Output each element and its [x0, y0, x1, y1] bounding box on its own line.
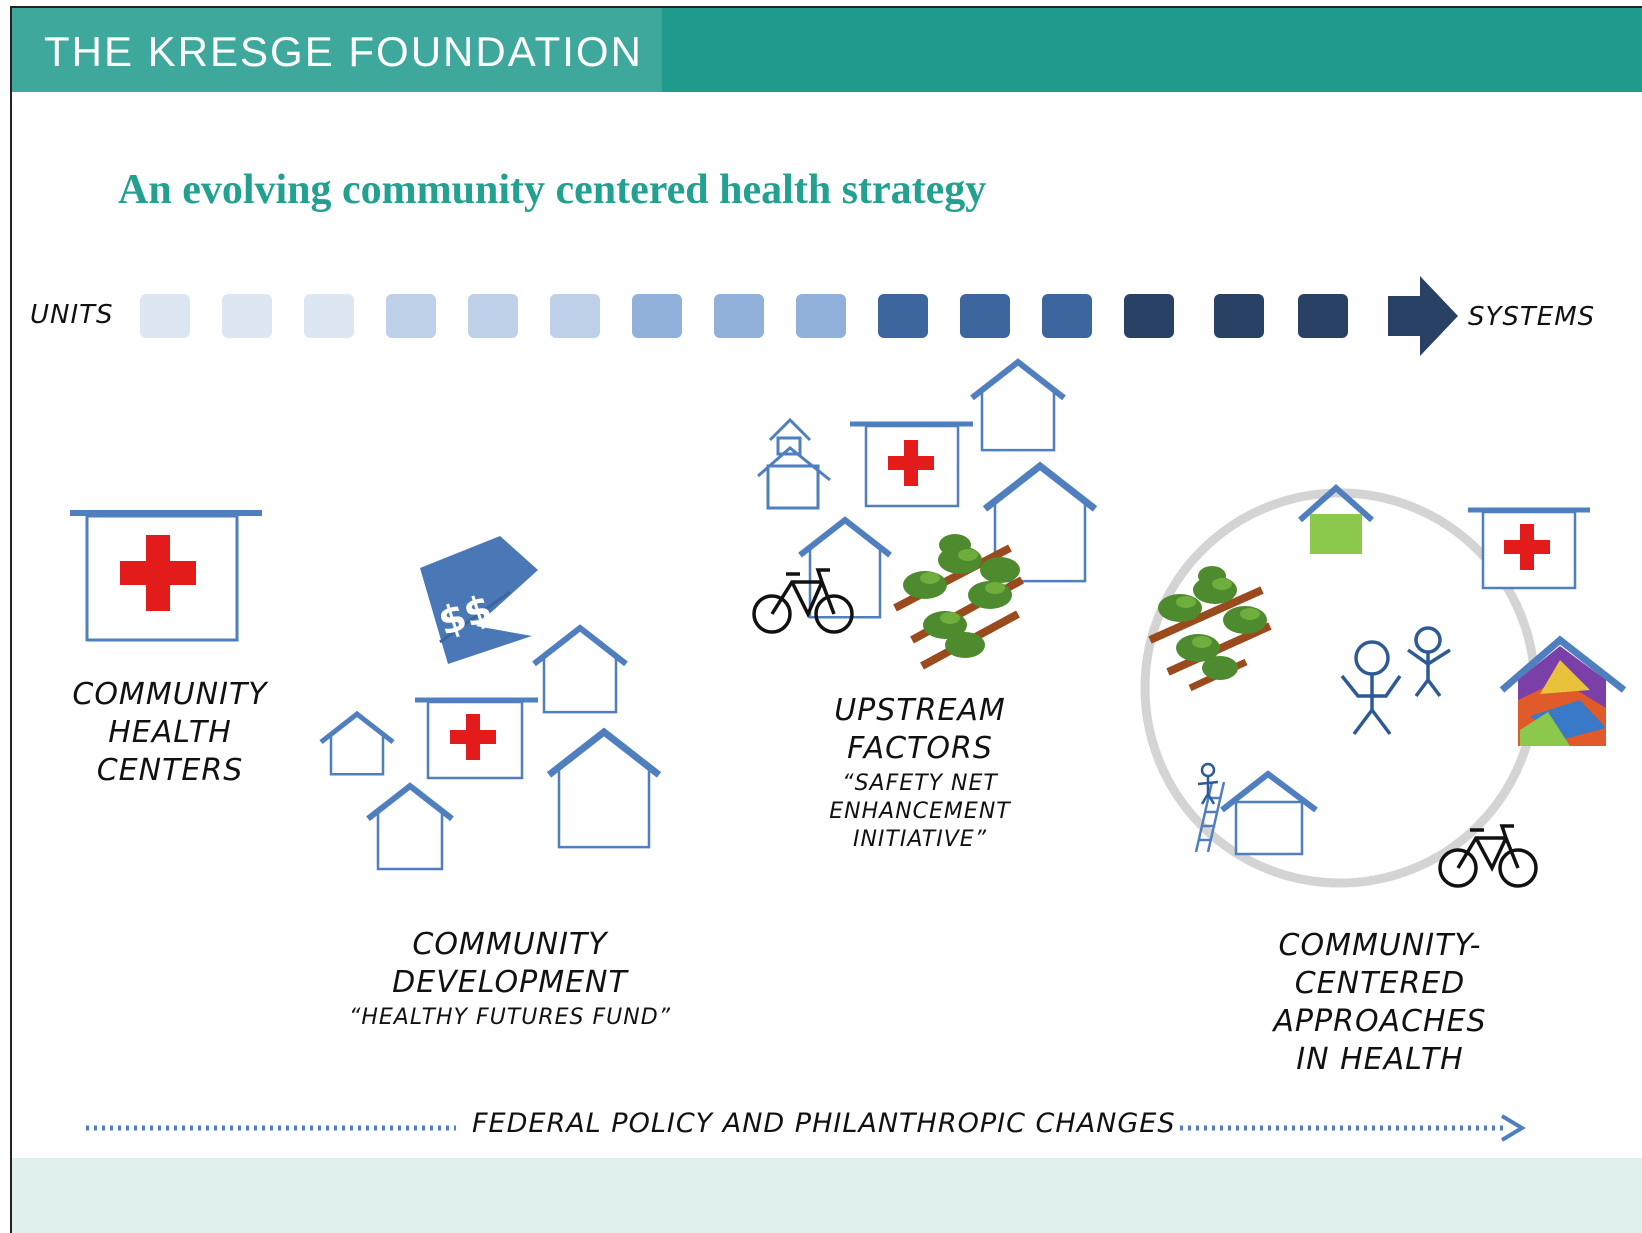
green-house-icon [1298, 483, 1374, 554]
progression-square [222, 294, 272, 338]
progression-square [960, 294, 1010, 338]
cd-label-line: DEVELOPMENT [392, 965, 628, 1000]
progression-square [714, 294, 764, 338]
upstream-quote-line: ENHANCEMENT [829, 799, 1011, 824]
upstream-quote: “SAFETY NET ENHANCEMENT INITIATIVE” [800, 770, 1040, 854]
ladder-house-icon [1194, 762, 1318, 856]
progression-square [468, 294, 518, 338]
house-walls [557, 767, 651, 849]
garden-community-icon [1148, 566, 1272, 692]
house-walls [376, 810, 444, 871]
house-roof [546, 727, 662, 778]
health-center-community-icon [1468, 507, 1590, 590]
footer-band [12, 1158, 1642, 1233]
progression-square [550, 294, 600, 338]
people-icon [1340, 626, 1451, 736]
progression-square [632, 294, 682, 338]
systems-label: SYSTEMS [1468, 302, 1596, 332]
house-walls [542, 656, 618, 714]
progression-arrow-icon [1388, 276, 1458, 356]
house-walls [980, 390, 1056, 452]
upstream-label-line: FACTORS [847, 731, 993, 766]
house-roof [366, 782, 454, 822]
progression-square [878, 294, 928, 338]
progression-square [140, 294, 190, 338]
house-roof [532, 624, 628, 667]
bicycle-community-icon [1438, 824, 1538, 888]
ccah-label-line: APPROACHES [1273, 1004, 1487, 1039]
header-title: THE KRESGE FOUNDATION [44, 28, 643, 75]
house-roof [970, 358, 1066, 401]
cd-quote: “HEALTHY FUTURES FUND” [348, 1005, 672, 1030]
money-arrow-icon [420, 536, 538, 664]
header-title-box: THE KRESGE FOUNDATION [12, 8, 662, 92]
upstream-label-line: UPSTREAM [834, 693, 1006, 728]
house-walls [993, 501, 1087, 583]
red-cross-icon [120, 535, 196, 611]
progression-squares [140, 294, 1348, 338]
health-center-small-icon [415, 697, 538, 780]
chc-label-line: HEALTH [108, 715, 232, 750]
progression-square [1298, 294, 1348, 338]
garden-icon [893, 534, 1024, 670]
upstream-houses [798, 358, 1098, 619]
cd-label: COMMUNITY DEVELOPMENT [360, 926, 660, 1002]
upstream-quote-line: INITIATIVE” [852, 827, 988, 852]
units-label: UNITS [30, 300, 114, 330]
header-bar: THE KRESGE FOUNDATION [12, 8, 1642, 92]
red-cross-icon [888, 440, 934, 486]
ccah-label-line: CENTERED [1294, 966, 1466, 1001]
chc-label-line: COMMUNITY [72, 677, 268, 712]
house-walls [329, 734, 385, 776]
progression-square [386, 294, 436, 338]
progression-square [1042, 294, 1092, 338]
bicycle-icon [752, 568, 854, 634]
progression-square [1124, 294, 1174, 338]
chc-label-line: CENTERS [96, 753, 244, 788]
red-cross-icon [450, 714, 496, 760]
ccah-label-line: COMMUNITY- [1278, 928, 1482, 963]
house-roof [982, 461, 1098, 512]
upstream-quote-line: “SAFETY NET [842, 771, 998, 796]
school-icon [757, 417, 831, 510]
red-cross-icon [1504, 524, 1550, 570]
slide-frame [10, 6, 1642, 1233]
community-development-houses [319, 624, 662, 871]
upstream-label: UPSTREAM FACTORS [800, 692, 1040, 768]
house-roof [319, 710, 395, 745]
health-center-upstream-icon [850, 421, 973, 508]
slide-title: An evolving community centered health st… [118, 167, 987, 213]
health-center-large-icon [70, 510, 262, 642]
progression-square [1214, 294, 1264, 338]
house-roof [798, 516, 892, 558]
progression-square [796, 294, 846, 338]
ccah-label: COMMUNITY- CENTERED APPROACHES IN HEALTH [1240, 927, 1520, 1079]
policy-arrowhead-icon [1500, 1114, 1526, 1142]
policy-label: FEDERAL POLICY AND PHILANTHROPIC CHANGES [472, 1108, 1176, 1139]
progression-square [304, 294, 354, 338]
cd-label-line: COMMUNITY [412, 927, 608, 962]
ccah-label-line: IN HEALTH [1296, 1042, 1464, 1077]
chc-label: COMMUNITY HEALTH CENTERS [60, 676, 280, 790]
colorful-house-icon [1499, 635, 1627, 746]
